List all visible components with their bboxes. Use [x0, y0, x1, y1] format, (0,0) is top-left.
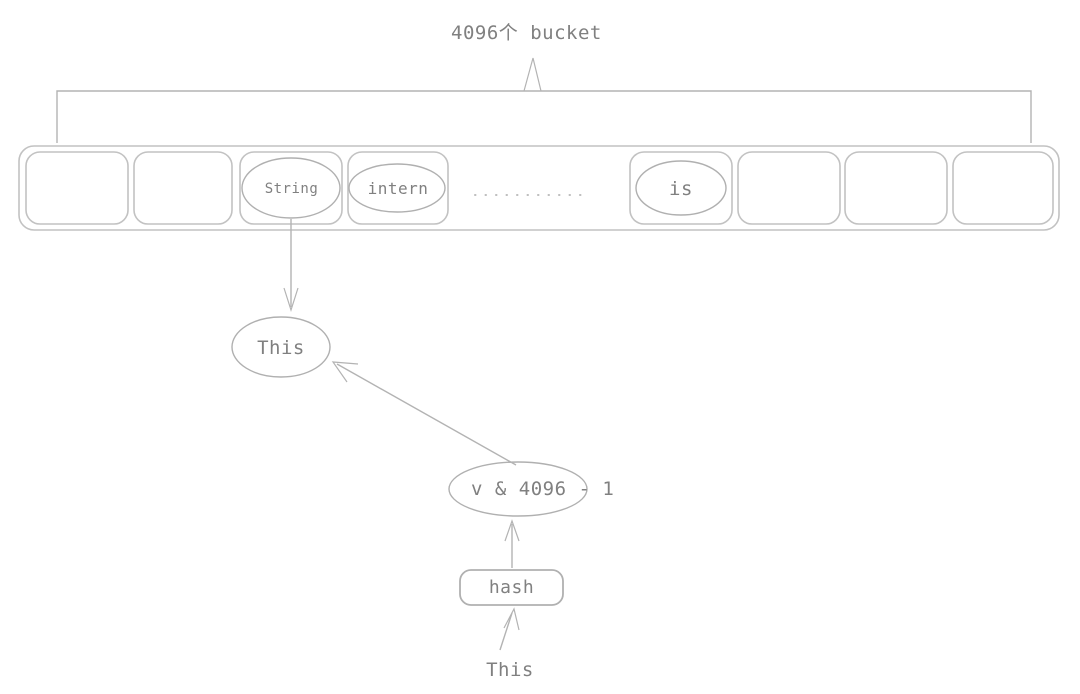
input-this-node-label: This — [486, 659, 534, 681]
bucket-count-label: 4096个 bucket — [451, 22, 602, 44]
edge-input-to-hash — [499, 607, 520, 651]
bucket-cell-0 — [25, 151, 129, 225]
hash-node-box — [459, 569, 564, 606]
index-expression-node-label: v & 4096 - 1 — [471, 478, 615, 500]
edge-expression-to-this — [331, 361, 517, 466]
bucket-cell-5 — [629, 151, 733, 225]
bucket-span-bracket — [56, 57, 1032, 143]
hash-node-label: hash — [488, 577, 535, 598]
bucket-cell-6 — [737, 151, 841, 225]
edge-string-to-this — [283, 219, 299, 312]
bucket-cell-7 — [844, 151, 948, 225]
bucket-cell-3 — [347, 151, 449, 225]
is-node-label: is — [669, 178, 693, 200]
bucket-cells — [25, 151, 1054, 225]
is-node-ellipse — [635, 160, 727, 216]
index-expression-node-ellipse — [448, 461, 588, 517]
edge-hash-to-expression — [504, 519, 520, 568]
this-node-ellipse — [231, 316, 331, 378]
bucket-cell-8 — [952, 151, 1054, 225]
intern-node-label: intern — [367, 179, 429, 198]
this-node-label: This — [257, 337, 305, 359]
string-node-label: String — [264, 181, 319, 197]
bucket-cell-1 — [133, 151, 233, 225]
intern-node-ellipse — [348, 163, 446, 213]
string-node-ellipse — [241, 157, 341, 219]
